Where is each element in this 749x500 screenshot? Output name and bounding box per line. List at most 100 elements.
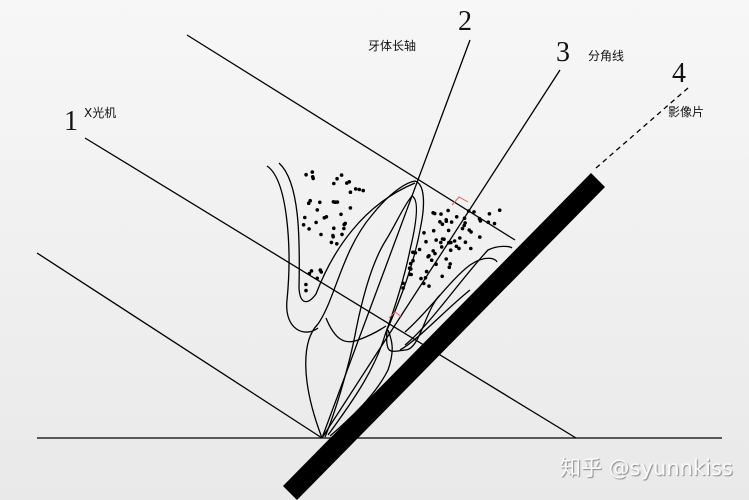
gum-right-outer <box>404 245 513 346</box>
bone-dot <box>401 286 405 290</box>
bone-dot <box>318 268 323 272</box>
bone-dot <box>486 220 491 224</box>
bone-dot <box>361 188 366 193</box>
crown-lower <box>325 317 387 343</box>
gum-left-outer <box>266 165 319 333</box>
label-1-text: X光机 <box>84 106 117 120</box>
bone-dot <box>307 227 311 231</box>
bone-dot <box>492 221 497 226</box>
bone-dot <box>322 216 327 220</box>
bone-dot <box>429 258 434 263</box>
bone-dot <box>462 216 467 220</box>
tooth-inner-pulp <box>324 195 418 438</box>
bone-dot <box>314 220 318 225</box>
bone-dot <box>332 181 336 186</box>
bone-dot <box>463 240 468 244</box>
bone-dot <box>460 226 465 231</box>
bone-dot <box>454 215 459 219</box>
bone-dot <box>308 198 313 203</box>
tooth-root-right <box>329 329 393 437</box>
gum-right-tip <box>399 289 471 351</box>
bone-dot <box>431 249 436 253</box>
bone-dot <box>424 239 428 244</box>
label-4-number: 4 <box>672 58 686 89</box>
bone-dot <box>303 215 307 220</box>
bone-dot <box>348 190 353 194</box>
bone-dot <box>319 232 323 237</box>
bone-dot <box>335 176 339 181</box>
bone-dot <box>423 276 428 280</box>
bone-dot <box>348 206 353 210</box>
gum-left-inner <box>278 162 416 303</box>
bone-dot <box>310 175 315 179</box>
label-3-number: 3 <box>556 37 570 68</box>
bone-dot <box>332 226 336 230</box>
bone-dot <box>307 271 312 276</box>
bone-dots <box>301 170 502 293</box>
bone-dot <box>329 240 334 245</box>
bone-dot <box>318 200 322 205</box>
bone-dot <box>343 221 348 226</box>
bone-dot <box>345 181 349 185</box>
bone-dot <box>411 258 415 263</box>
bone-dot <box>466 209 471 213</box>
bone-dot <box>434 238 439 242</box>
bone-dot <box>301 223 306 227</box>
bone-dot <box>304 288 308 293</box>
bone-dot <box>408 261 413 266</box>
bone-dot <box>309 269 314 273</box>
bone-dot <box>304 282 308 287</box>
bone-dot <box>472 210 476 214</box>
bone-dot <box>315 276 320 281</box>
bone-dot <box>439 240 443 245</box>
bone-dot <box>433 251 437 256</box>
bone-dot <box>458 236 462 240</box>
bone-dot <box>449 220 454 224</box>
right-angle-mark-top <box>451 196 469 206</box>
bone-dot <box>407 272 412 277</box>
label-1-number: 1 <box>64 106 78 137</box>
bone-dot <box>446 228 451 233</box>
bone-dot <box>417 247 422 252</box>
bone-dot <box>315 208 320 212</box>
bone-dot <box>353 187 358 191</box>
bone-dot <box>439 212 443 216</box>
bone-dot <box>444 219 449 223</box>
bone-dot <box>444 257 449 261</box>
bone-dot <box>339 212 343 217</box>
bone-dot <box>452 239 457 243</box>
bone-dot <box>304 172 308 177</box>
bone-dot <box>448 248 453 252</box>
label-2-number: 2 <box>458 6 472 37</box>
bone-dot <box>440 274 445 279</box>
xray-ray-bottom <box>36 252 323 439</box>
tooth-outer <box>305 180 441 439</box>
label-4-text: 影像片 <box>668 105 705 119</box>
bone-dot <box>462 223 467 228</box>
bone-dot <box>434 262 438 267</box>
bone-dot <box>448 262 453 266</box>
bone-dot <box>340 232 344 237</box>
bone-dot <box>431 228 436 233</box>
bone-dot <box>438 220 442 224</box>
bone-dot <box>487 212 492 216</box>
film-plate <box>283 173 605 500</box>
bone-dot <box>424 269 429 274</box>
bone-dot <box>335 242 339 246</box>
gum-right-inner <box>404 257 498 333</box>
bone-dot <box>357 187 362 192</box>
bone-dot <box>411 250 416 255</box>
bone-dot <box>407 266 412 271</box>
bone-dot <box>457 246 461 251</box>
bone-dot <box>310 170 315 174</box>
bone-dot <box>442 237 446 241</box>
bone-dot <box>447 240 451 245</box>
bone-dot <box>419 276 423 281</box>
bone-dot <box>342 226 346 231</box>
bone-dot <box>427 284 431 288</box>
watermark: 知乎 @syunnkiss <box>560 456 733 480</box>
bone-dot <box>478 219 483 223</box>
bone-dot <box>469 230 473 234</box>
bone-dot <box>401 281 405 286</box>
